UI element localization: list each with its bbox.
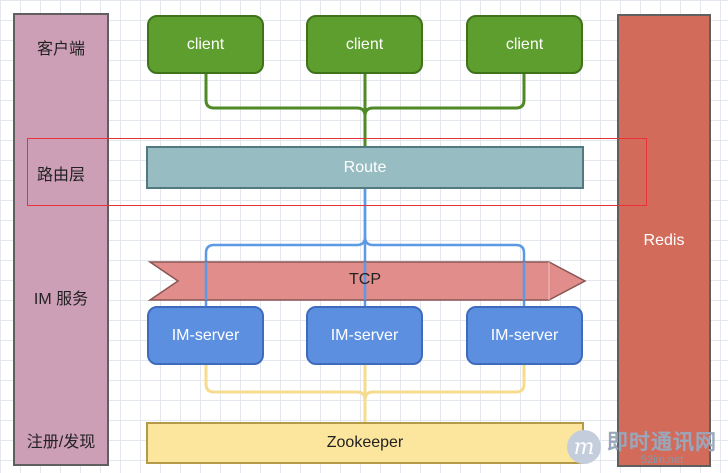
client-box: client bbox=[466, 15, 583, 74]
client-label: client bbox=[186, 35, 225, 53]
client-connector bbox=[363, 74, 526, 117]
zookeeper-connector bbox=[204, 365, 367, 422]
im-server-box: IM-server bbox=[306, 306, 423, 365]
watermark-main-text: 即时通讯网 bbox=[607, 431, 717, 454]
watermark-sub-text: 52im.net bbox=[641, 454, 684, 466]
watermark: m 即时通讯网 52im.net bbox=[563, 424, 723, 470]
route-label: Route bbox=[343, 158, 387, 176]
layer-label-registry: 注册/发现 bbox=[26, 434, 96, 451]
route-layer-highlight bbox=[27, 138, 647, 206]
redis-box: Redis bbox=[617, 14, 711, 467]
layer-label-im-service: IM 服务 bbox=[33, 291, 89, 308]
redis-label: Redis bbox=[643, 231, 685, 249]
im-server-label: IM-server bbox=[330, 326, 399, 344]
client-box: client bbox=[306, 15, 423, 74]
layer-label-route: 路由层 bbox=[36, 167, 85, 184]
im-server-box: IM-server bbox=[466, 306, 583, 365]
im-server-label: IM-server bbox=[171, 326, 240, 344]
client-box: client bbox=[147, 15, 264, 74]
zookeeper-connector bbox=[363, 365, 526, 401]
layer-column: 客户端 路由层 IM 服务 注册/发现 bbox=[13, 13, 109, 466]
client-label: client bbox=[345, 35, 384, 53]
zookeeper-box: Zookeeper bbox=[146, 422, 584, 464]
im-server-box: IM-server bbox=[147, 306, 264, 365]
route-box: Route bbox=[146, 146, 584, 189]
server-connector bbox=[363, 236, 526, 306]
client-connector bbox=[204, 74, 367, 146]
zookeeper-label: Zookeeper bbox=[326, 434, 404, 451]
client-label: client bbox=[505, 35, 544, 53]
im-server-label: IM-server bbox=[490, 326, 559, 344]
watermark-logo-letter: m bbox=[574, 435, 595, 460]
layer-label-client: 客户端 bbox=[36, 41, 85, 58]
tcp-label: TCP bbox=[349, 271, 381, 288]
watermark-logo-icon: m bbox=[567, 430, 601, 464]
